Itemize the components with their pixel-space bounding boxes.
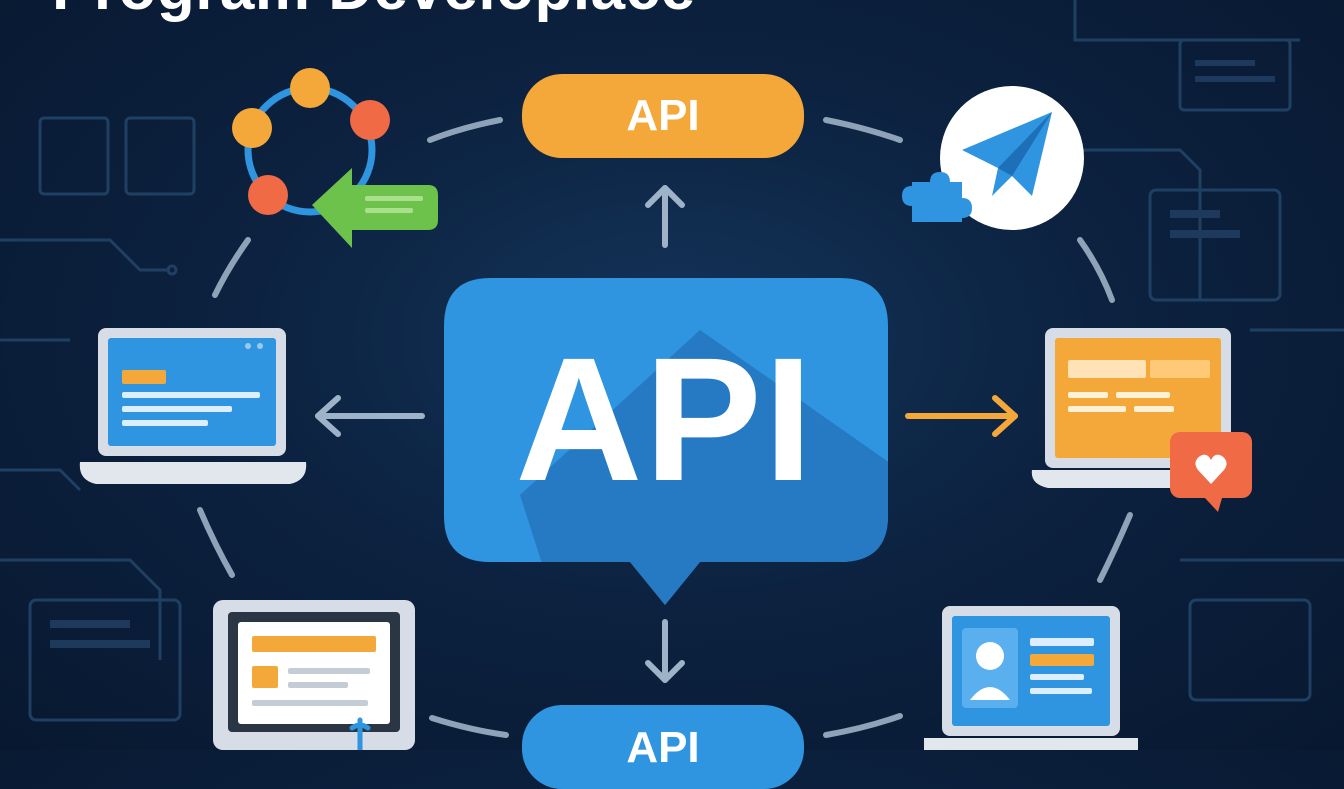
arrow-right-icon (905, 395, 1018, 437)
arrow-down-icon (645, 619, 685, 683)
direction-arrows (315, 185, 1018, 683)
background-circuitry (0, 0, 1344, 722)
center-api-bubble (444, 278, 888, 605)
page-title: Program Developlace (52, 0, 696, 20)
center-api-label: API (515, 322, 815, 518)
connector-ring (197, 117, 1133, 738)
bottom-api-pill: API (522, 705, 804, 789)
arrow-left-icon (315, 395, 425, 437)
arrow-up-icon (645, 185, 685, 248)
top-api-pill: API (522, 74, 804, 158)
